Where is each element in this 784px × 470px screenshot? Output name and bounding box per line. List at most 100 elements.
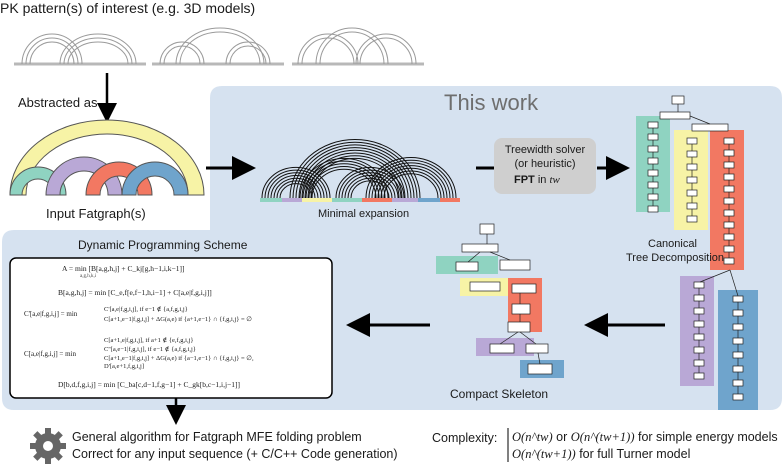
tree-node xyxy=(732,379,744,387)
tree-node xyxy=(455,261,479,272)
tree-edge xyxy=(729,269,739,297)
expansion-arc xyxy=(377,167,445,199)
tree-node xyxy=(723,137,735,145)
tree-node xyxy=(723,209,735,217)
expansion-arc xyxy=(301,149,409,199)
tree-node xyxy=(647,193,659,201)
tree-node xyxy=(507,321,531,333)
pk-title: PK pattern(s) of interest (e.g. 3D model… xyxy=(0,0,256,16)
expansion-arc xyxy=(273,177,319,199)
compact-skeleton-label: Compact Skeleton xyxy=(450,387,549,401)
tree-node xyxy=(647,169,659,177)
complexity-c1a: O(n^tw) xyxy=(512,430,553,444)
tree-node xyxy=(693,281,705,289)
complexity-c2a: O(n^(tw+1)) xyxy=(512,447,576,461)
equation-line4c: C[a+1,e−1|f,g,i,j] + ΔG(a,e) if {a−1,e−1… xyxy=(104,355,254,362)
tree-node xyxy=(693,372,705,380)
tree-edge xyxy=(519,331,537,345)
tree-node xyxy=(691,123,729,132)
equation-line3b: C[a+1,e−1|f,g,i,j] + ΔG(a,e) if {a+1,e−1… xyxy=(104,316,252,323)
tree-node xyxy=(693,359,705,367)
input-fatgraph-label: Input Fatgraph(s) xyxy=(46,206,146,221)
equation-line2: B[a,g,h,j] = min [C_e,f[e,f−1,h,i−1] + C… xyxy=(58,288,212,297)
expansion-arc xyxy=(302,160,386,199)
tree-edge xyxy=(489,251,511,261)
tree-node xyxy=(686,176,698,184)
expansion-arc xyxy=(335,166,405,199)
this-work-title: This work xyxy=(444,90,539,115)
expansion-arc xyxy=(374,165,448,199)
tree-node xyxy=(499,259,531,271)
tree-node xyxy=(461,243,499,253)
tree-edge xyxy=(689,115,711,125)
tree-node xyxy=(732,295,744,303)
minimal-expansion-arcs xyxy=(261,139,457,199)
complexity-c1-tail: for simple energy models xyxy=(637,430,778,444)
expansion-arc xyxy=(299,157,389,199)
tree-node xyxy=(511,303,531,315)
minimal-expansion-backbone xyxy=(260,198,460,202)
tree-node xyxy=(671,95,685,105)
equation-line3a: C'[a,e|f,g,i,j], if e−1 ∉ {a,f,g,i,j} xyxy=(104,306,188,313)
tree-node xyxy=(489,343,515,354)
tree-edge xyxy=(499,331,519,345)
expansion-arc xyxy=(304,152,406,199)
tree-node xyxy=(723,233,735,241)
tree-node xyxy=(732,337,744,345)
tree-node xyxy=(732,365,744,373)
tree-node xyxy=(693,333,705,341)
complexity-label: Complexity: xyxy=(432,431,498,445)
tree-edge xyxy=(537,352,541,365)
complexity-row1: O(n^tw) or O(n^(tw+1)) for simple energy… xyxy=(512,430,778,445)
solver-tw: tw xyxy=(549,174,560,186)
solver-fpt: FPT xyxy=(514,174,535,186)
tree-node xyxy=(723,161,735,169)
complexity-c1b: O(n^(tw+1)) xyxy=(570,430,635,444)
tree-node xyxy=(525,343,549,354)
expansion-arc xyxy=(338,169,402,199)
tree-node xyxy=(659,111,691,120)
equation-line4d: D'[a,e+1,f,g,i,j] xyxy=(104,363,145,370)
tree-node xyxy=(511,283,537,294)
equation-line4b: C''[a,e−1|f,g,i,j], if e−1 ∉ {a,f,g,i,j} xyxy=(104,346,196,353)
expansion-arc xyxy=(264,169,328,199)
expansion-arc xyxy=(279,183,313,199)
tree-node xyxy=(723,245,735,253)
expansion-arc xyxy=(305,163,383,199)
equation-line5: D[b,d,f,g,i,j] = min [C_ba[c,d−1,f,g−1] … xyxy=(58,380,241,389)
equation-line4-lhs: C[a,e|f,g,i,j] = min xyxy=(24,350,77,358)
canonical-nodes xyxy=(647,95,744,401)
equation-line1-sub: a,g,h,k,i xyxy=(80,274,97,279)
tree-node xyxy=(686,137,698,145)
result-line1: General algorithm for Fatgraph MFE foldi… xyxy=(72,430,362,444)
solver-in: in xyxy=(537,174,547,186)
expansion-arc xyxy=(289,139,421,199)
tree-edge xyxy=(699,269,731,283)
expansion-arc xyxy=(295,144,415,199)
complexity-row2: O(n^(tw+1)) for full Turner model xyxy=(512,447,690,462)
tree-node xyxy=(732,309,744,317)
abstracted-label: Abstracted as xyxy=(18,95,98,110)
canonical-line1: Canonical xyxy=(648,238,697,250)
tree-node xyxy=(686,215,698,223)
tree-node xyxy=(732,393,744,401)
tree-node xyxy=(647,157,659,165)
tree-node xyxy=(723,149,735,157)
equation-line4a: C[a+1,e|f,g,i,j], if a+1 ∉ {e,f,g,i,j} xyxy=(104,337,194,344)
expansion-arc xyxy=(365,157,457,199)
result-line2: Correct for any input sequence (+ C/C++ … xyxy=(72,447,398,461)
tree-node xyxy=(723,197,735,205)
tree-node xyxy=(686,163,698,171)
solver-line1: Treewidth solver xyxy=(504,144,586,156)
gear-icon xyxy=(30,428,66,464)
tree-node xyxy=(693,346,705,354)
tree-node xyxy=(686,189,698,197)
equation-line3-lhs: C'[a,e|f,g,i,j] = min xyxy=(24,310,78,318)
equation-line1: A = min [B[a,g,h,j] + C_kj[g,h−1,i,k−1]] xyxy=(62,264,185,273)
tree-node xyxy=(527,363,553,375)
tree-node xyxy=(647,121,659,129)
tree-edge xyxy=(467,251,481,263)
pk-pattern-thumbnails xyxy=(14,27,424,66)
